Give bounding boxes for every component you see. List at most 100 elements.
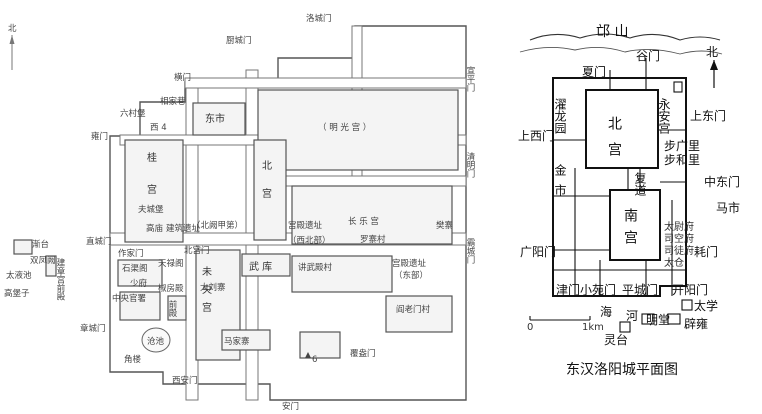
label-luo-zhai-cun: 罗寨村 <box>360 234 386 245</box>
label-chang-le-gong: 长 乐 宫 <box>348 216 379 227</box>
gate-anmen: 安门 <box>282 401 299 412</box>
gate-yongmen: 雍门 <box>91 131 108 142</box>
label-fu-dao: 复道 <box>633 172 647 196</box>
label-gong-dian-yi-zhi-dong: 宫殿遗址 <box>392 258 427 269</box>
avenue-qingmingmen <box>285 175 467 187</box>
north-arrow-icon <box>9 35 15 44</box>
gate-hengmen: 横门 <box>174 72 191 83</box>
label-gong-dian-yi-zhi: 宫殿遗址 <box>288 220 323 231</box>
label-zuo-jia-cun: 作家门 <box>118 248 144 259</box>
tower-icon <box>673 81 683 93</box>
label-zhong-yang-guan-shu: 中央官署 <box>112 293 147 304</box>
mang-shan-ridge <box>529 33 721 41</box>
label-bu-he-li: 步和里 <box>664 153 700 167</box>
right-map: 邙 山 北 谷门 <box>518 24 740 378</box>
label-gao-miao: 高庙 <box>146 223 164 234</box>
tai-xue-block <box>681 299 693 311</box>
label-scale-1: 1km <box>582 322 604 333</box>
label-jiang-wu-dian-cun: 讲武殿村 <box>298 262 333 273</box>
ming-guang-gong-block <box>257 89 459 171</box>
ming-tang-block <box>641 313 655 325</box>
label-jin-shi: 金市 <box>553 163 567 204</box>
wu-ku-block <box>241 253 291 277</box>
label-he: 河 <box>626 309 638 323</box>
label-tai-cang: 太仓 <box>664 256 684 269</box>
label-bei-gong-men: 北宫门 <box>184 245 210 256</box>
mang-shan-ridge-2 <box>519 47 723 55</box>
label-ping-cheng-men: 平城门 <box>622 282 658 297</box>
label-hai: 海 <box>600 304 612 319</box>
label-jin-men: 津门 <box>556 282 580 297</box>
qian-dian-block <box>167 295 187 321</box>
label-fan-zhai: 樊寨 <box>436 220 454 231</box>
gate-luochengmen: 洛城门 <box>306 13 332 24</box>
label-bei-que-jia-di: （北阙甲第） <box>192 220 243 231</box>
label-gao-bao-zi: 高堡子 <box>4 288 30 299</box>
gate-chuchengmen: 厨城门 <box>226 35 252 46</box>
gate-zhangchengmen: 章城门 <box>80 323 106 334</box>
nan-gong-block-right <box>609 189 661 261</box>
gate-xuanpingmen: 宣平门 <box>465 65 475 92</box>
cang-chi-pond <box>141 327 171 353</box>
label-bu-guang-li: 步广里 <box>664 139 700 153</box>
label-ma-shi: 马市 <box>716 200 740 215</box>
luoyang-city-wall <box>552 77 687 297</box>
gate-fuangmen: 覆盎门 <box>350 348 376 359</box>
gate-zhichengmen: 直城门 <box>86 236 112 247</box>
dong-shi-block <box>192 102 246 136</box>
label-dong-shi: 东市 <box>205 112 225 125</box>
label-shang-xi-men: 上西门 <box>518 128 554 143</box>
label-si-tu-fu: 司徒府 <box>664 244 694 257</box>
ma-jia-block <box>221 329 271 351</box>
label-xiang-jia-xiang: 相家巷 <box>160 96 186 107</box>
label-zhong-dong-men: 中东门 <box>704 174 740 189</box>
label-tai-xue: 太学 <box>694 298 718 313</box>
avenue-xuanpingmen <box>184 77 467 89</box>
map-title: 东汉洛阳城平面图 <box>566 362 678 378</box>
label-liu-cun-bao: 六村堡 <box>120 108 146 119</box>
north-label-left: 北 <box>8 24 17 34</box>
label-yan-lao-men-cun: 阎老门村 <box>396 304 431 315</box>
label-cang-chi: 沧池 <box>147 336 165 347</box>
gate-qingmingmen: 清明门 <box>465 151 475 178</box>
label-si-kong-fu: 司空府 <box>664 232 694 245</box>
label-ling-tai: 灵台 <box>604 332 628 347</box>
gui-gong-block <box>124 139 184 243</box>
label-mang-shan: 邙 山 <box>596 24 628 40</box>
label-ming-guang-gong: （ 明 光 宫 ） <box>318 122 371 133</box>
label-xia-men: 夏门 <box>582 64 606 79</box>
zuo-jia-block <box>117 259 163 287</box>
label-xiao-fu: 少府 <box>130 278 148 289</box>
label-jiao-lou: 角楼 <box>124 354 142 365</box>
north-label-right: 北 <box>706 45 718 59</box>
label-marker-6: 6 <box>312 355 317 365</box>
ba-cheng-block <box>299 331 341 359</box>
label-tian-lu-ge: 天禄阁 <box>158 258 184 269</box>
label-shi-4: 西 4 <box>150 123 167 133</box>
label-shi-qu-ge: 石渠阁 <box>122 263 148 274</box>
label-zhuo-long-yuan: 濯龙园 <box>553 98 567 135</box>
label-tai-ye-chi: 太液池 <box>6 270 32 281</box>
label-jian-tai: 渐台 <box>32 239 49 250</box>
label-jian-zhu-yi-zhi: 建筑遗址 <box>166 223 201 234</box>
label-nan-gong-right: 南宫 <box>622 208 638 252</box>
label-qian-dian: 前殿 <box>167 299 177 318</box>
label-wei-yang-gong: 未央宫 <box>200 266 212 320</box>
label-dong-bu: （东部） <box>394 270 428 281</box>
label-gui-gong: 桂宫 <box>145 151 157 216</box>
chang-le-gong-block <box>291 185 453 245</box>
label-fu-cheng-bao: 夫城堡 <box>138 204 164 215</box>
north-arrow-icon-right <box>710 60 718 70</box>
gate-xianmen: 西安门 <box>172 375 198 386</box>
yan-lao-men-block <box>385 295 453 333</box>
left-map: 北 洛城门 厨城门 横门 宣平门 清明 <box>4 13 475 412</box>
ling-tai-block <box>619 321 631 333</box>
gate-bachengmen: 霸城门 <box>465 238 475 264</box>
label-guang-yang-men: 广阳门 <box>520 244 556 259</box>
label-hao-men: 耗门 <box>694 244 718 259</box>
label-ming-tang: 明堂 <box>646 313 670 327</box>
jiang-wu-dian-block <box>291 255 393 293</box>
label-xiao-yuan-men: 小苑门 <box>580 282 616 297</box>
